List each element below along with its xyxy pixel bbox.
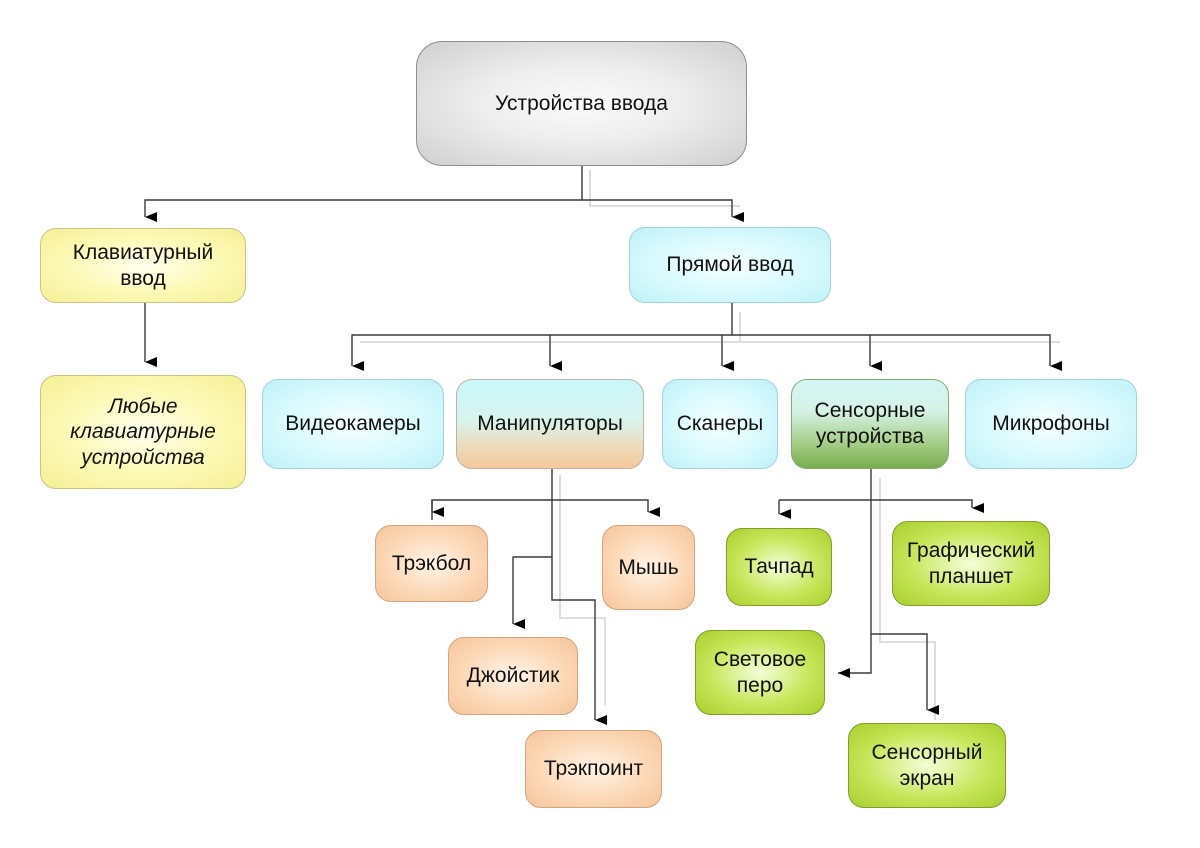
node-scanners[interactable]: Сканеры (662, 379, 778, 469)
node-label: Сенсорные устройства (814, 399, 926, 448)
node-label: Сканеры (676, 412, 764, 436)
shadow-connector (739, 312, 1060, 343)
connector-direct-sensor (732, 334, 1062, 371)
node-sensor-devices[interactable]: Сенсорные устройства (791, 379, 949, 469)
shadow-connector (589, 170, 740, 207)
node-light-pen[interactable]: Световое перо (695, 630, 825, 715)
node-label: Графический планшет (906, 538, 1036, 588)
connector-root-keyboard (144, 166, 583, 222)
connector-manip-top (431, 499, 660, 520)
node-video-cameras[interactable]: Видеокамеры (262, 379, 444, 469)
node-trackball[interactable]: Трэкбол (375, 525, 488, 602)
node-label: Клавиатурный ввод (72, 240, 214, 290)
node-label: Манипуляторы (477, 412, 623, 436)
node-manipulators[interactable]: Манипуляторы (456, 379, 644, 469)
connector-sensor-touchscreen (871, 633, 939, 715)
node-label: Трэкбол (391, 551, 472, 575)
node-keyboard-input[interactable]: Клавиатурный ввод (40, 228, 246, 303)
node-label: Устройства ввода (495, 91, 668, 115)
connector-root-direct (582, 199, 744, 222)
shadow-connector (559, 475, 606, 705)
connector-direct-bus (351, 302, 733, 371)
node-mouse[interactable]: Мышь (602, 525, 695, 610)
node-touchscreen[interactable]: Сенсорный экран (848, 723, 1006, 808)
node-trackpoint[interactable]: Трэкпоинт (525, 730, 662, 808)
shadow-connector (879, 478, 936, 720)
node-label: Мышь (618, 555, 679, 579)
node-label: Световое перо (713, 647, 807, 697)
connector-manip-stem (551, 469, 607, 725)
connector-sensor-stem (838, 469, 872, 678)
node-microphones[interactable]: Микрофоны (965, 379, 1137, 469)
node-touchpad[interactable]: Тачпад (726, 528, 832, 606)
node-label: Прямой ввод (666, 253, 794, 277)
node-input-devices[interactable]: Устройства ввода (416, 41, 747, 166)
node-label: Тачпад (744, 555, 814, 579)
node-any-keyboard-devices[interactable]: Любые клавиатурные устройства (40, 375, 246, 489)
node-label: Микрофоны (992, 412, 1110, 436)
node-direct-input[interactable]: Прямой ввод (629, 227, 831, 303)
connector-sensor-top (779, 499, 984, 513)
node-label: Любые клавиатурные устройства (70, 394, 216, 469)
node-joystick[interactable]: Джойстик (448, 637, 578, 715)
node-label: Видеокамеры (285, 412, 421, 436)
node-label: Трэкпоинт (543, 757, 644, 781)
node-label: Сенсорный экран (871, 740, 983, 790)
node-graphic-tablet[interactable]: Графический планшет (892, 521, 1050, 606)
connector-manip-joystick (512, 556, 552, 629)
node-label: Джойстик (466, 664, 560, 688)
